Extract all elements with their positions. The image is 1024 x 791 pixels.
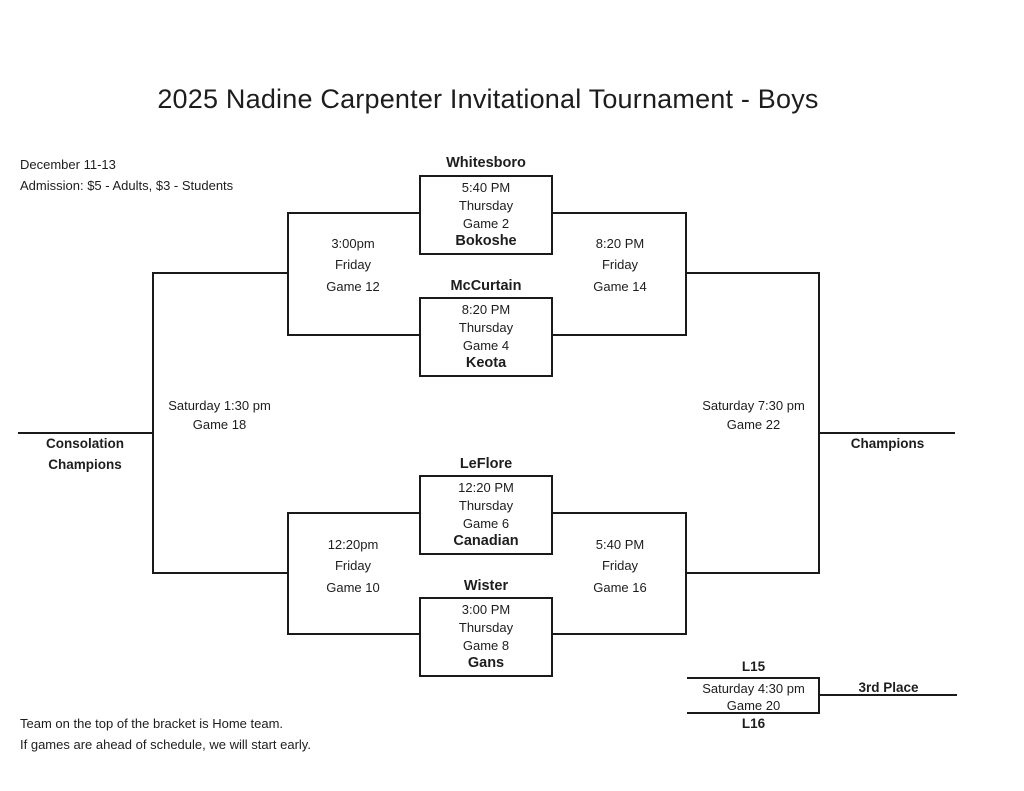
game8-label: Game 8 xyxy=(462,637,510,653)
game6-home-team: LeFlore xyxy=(459,456,513,472)
game16-label: Game 16 xyxy=(593,580,647,595)
game6-label: Game 6 xyxy=(462,515,510,531)
game20-bracket-line xyxy=(818,677,820,714)
game6-box: 12:20 PM Thursday Game 6 Canadian xyxy=(419,475,553,555)
game4-time: 8:20 PM xyxy=(461,302,511,318)
game12-label: Game 12 xyxy=(326,279,380,294)
game10-bracket-line xyxy=(287,512,289,635)
game6-left-connector-line xyxy=(287,512,419,514)
game6-day: Thursday xyxy=(458,497,514,513)
game20-bottom-line xyxy=(687,712,820,714)
game2-label: Game 2 xyxy=(462,215,510,231)
game10-day: Friday xyxy=(334,558,372,573)
game12-out-line xyxy=(152,272,287,274)
game4-right-connector-line xyxy=(553,334,687,336)
game12-bracket-line xyxy=(287,212,289,336)
game10-label: Game 10 xyxy=(326,580,380,595)
game4-left-connector-line xyxy=(287,334,419,336)
game22-bracket-line xyxy=(818,272,820,574)
consolation-champions-label-line1: Consolation xyxy=(46,436,124,451)
game8-time: 3:00 PM xyxy=(461,602,511,618)
admission-info: Admission: $5 - Adults, $3 - Students xyxy=(20,178,234,193)
game12-day: Friday xyxy=(334,257,372,272)
game20-top-line xyxy=(687,677,820,679)
game2-away-team: Bokoshe xyxy=(455,233,517,250)
game18-bracket-line xyxy=(152,272,154,574)
game20-time: Saturday 4:30 pm xyxy=(702,681,805,696)
game8-box: 3:00 PM Thursday Game 8 Gans xyxy=(419,597,553,677)
champions-label: Champions xyxy=(850,436,925,451)
game4-label: Game 4 xyxy=(462,337,510,353)
game8-left-connector-line xyxy=(287,633,419,635)
game8-day: Thursday xyxy=(458,619,514,635)
game16-out-line xyxy=(687,572,820,574)
game8-home-team: Wister xyxy=(463,578,509,594)
game22-time: Saturday 7:30 pm xyxy=(702,398,805,413)
game20-seed-top: L15 xyxy=(741,659,766,674)
consolation-champions-label-line2: Champions xyxy=(48,457,122,472)
game20-seed-bottom: L16 xyxy=(741,716,766,731)
game8-right-connector-line xyxy=(553,633,687,635)
game18-label: Game 18 xyxy=(192,417,247,432)
game2-time: 5:40 PM xyxy=(461,180,511,196)
game4-home-team: McCurtain xyxy=(450,278,522,294)
champions-line xyxy=(820,432,955,434)
consolation-champions-line xyxy=(18,432,152,434)
third-place-line xyxy=(820,694,957,696)
game18-time: Saturday 1:30 pm xyxy=(168,398,271,413)
game12-time: 3:00pm xyxy=(331,236,375,251)
game16-bracket-line xyxy=(685,512,687,635)
game16-day: Friday xyxy=(601,558,639,573)
game4-away-team: Keota xyxy=(465,355,507,372)
game14-day: Friday xyxy=(601,257,639,272)
game14-label: Game 14 xyxy=(593,279,647,294)
home-team-note: Team on the top of the bracket is Home t… xyxy=(20,716,284,731)
game22-label: Game 22 xyxy=(726,417,781,432)
game6-away-team: Canadian xyxy=(453,533,519,550)
game4-day: Thursday xyxy=(458,319,514,335)
game14-bracket-line xyxy=(685,212,687,336)
game2-right-connector-line xyxy=(553,212,687,214)
game14-out-line xyxy=(687,272,820,274)
page-title: 2025 Nadine Carpenter Invitational Tourn… xyxy=(157,84,819,114)
game2-day: Thursday xyxy=(458,197,514,213)
game2-box: 5:40 PM Thursday Game 2 Bokoshe xyxy=(419,175,553,255)
third-place-label: 3rd Place xyxy=(858,680,919,695)
game8-away-team: Gans xyxy=(467,655,505,672)
game20-label: Game 20 xyxy=(726,698,781,713)
game14-time: 8:20 PM xyxy=(595,236,645,251)
game2-home-team: Whitesboro xyxy=(446,155,526,171)
game6-time: 12:20 PM xyxy=(458,480,514,496)
game6-right-connector-line xyxy=(553,512,687,514)
game16-time: 5:40 PM xyxy=(595,537,645,552)
game10-out-line xyxy=(152,572,287,574)
tournament-dates: December 11-13 xyxy=(20,157,116,172)
game4-box: 8:20 PM Thursday Game 4 Keota xyxy=(419,297,553,377)
game2-left-connector-line xyxy=(287,212,419,214)
game10-time: 12:20pm xyxy=(327,537,379,552)
schedule-note: If games are ahead of schedule, we will … xyxy=(20,737,311,752)
